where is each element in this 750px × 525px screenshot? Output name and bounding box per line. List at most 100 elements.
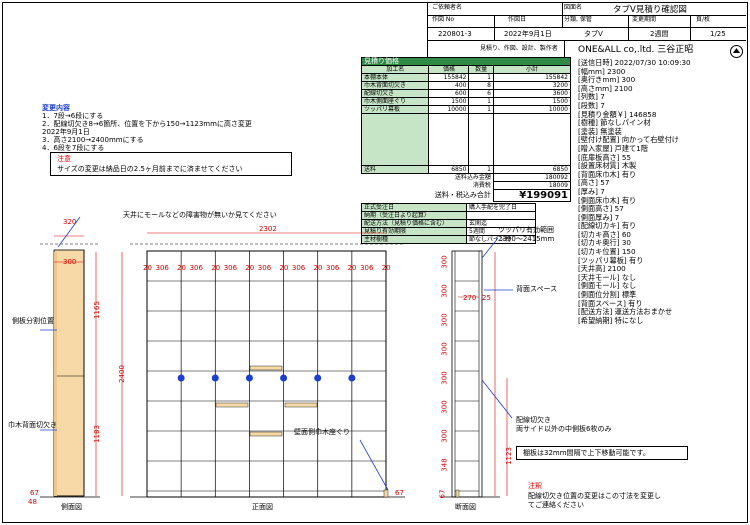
spec-line: [高さmm] 2100 [578,83,633,93]
tinted-shelf [215,402,249,408]
spec-line: [贈入家屋] 戸建て1階 [578,143,648,153]
spec-line: [配線切カキ] 有り [578,221,637,231]
purpose-text: 見積り、作図、設計、製作者 [480,45,558,52]
front-view-label: 正面図 [252,503,273,511]
spec-line: [厚み] 7 [578,186,605,196]
wiring-cut-markers [177,374,356,382]
footnote-line-1: 配線切欠き位置の変更はこの寸法を変更し [528,492,661,500]
side-view [53,249,85,497]
change-box: 変更内容 1．7段→6段にする 2．配線切欠き8→6箇所、位置を下から150→1… [42,104,252,152]
spec-line: [列数] 7 [578,92,605,102]
section-row-dim: 300 [440,342,449,356]
dim-270: 270 [463,294,477,302]
spec-line: [切カキ位置] 150 [578,247,636,257]
title-block: ご依頼者名 図面名 タブV見積り確認図 作図 No 作図日 分類, 保管 変更期… [427,3,746,59]
section-row-dim: 300 [440,284,449,298]
spec-line: [希望納期] 特になし [578,315,644,325]
order-info-table: 正式受注日購入手配を完了日 納期（受注日より起算） 配送方法（見積り価格に含む）… [361,203,536,244]
column-dim: 306 [326,264,340,272]
column-dim: 306 [257,264,272,272]
consumption-label: 消費税 [472,182,491,189]
column-dim: 20 [177,264,187,272]
wiring-cut-marker [348,374,356,382]
drawing-name-label: 図面名 [564,4,583,11]
column-dim: 20 [211,264,221,272]
wiring-note: 配線切欠き [516,416,551,424]
change-label: 変更期間 [632,16,657,23]
page-number: 1/25 [710,30,726,38]
spec-line: [高さ] 57 [578,178,610,188]
dim-320: 320 [63,218,77,226]
tsuppari-note: ツッパリ有効範囲 [498,226,554,234]
tax-label: 送料込み金額 [454,174,491,182]
draw-date: 2022年9月1日 [504,30,552,38]
section-row-dim: 67 [438,489,447,499]
column-dim: 20 [279,264,289,272]
side-view-label: 側面図 [61,503,82,511]
tinted-shelf [249,431,283,437]
ceiling-note: 天井にモールなどの障害物が無いか見てください [123,211,277,219]
wiring-cut-marker [314,374,322,382]
dim-1183: 1183 [92,425,101,443]
spec-line: [側面位分割] 標準 [578,290,637,300]
spec-line: [送信日時] 2022/07/30 10:09:30 [578,58,691,67]
logo-icon [730,43,743,58]
footnote-heading: 注釈 [528,482,542,490]
column-dim: 20 [381,264,391,272]
section-row-dim: 300 [440,313,449,327]
back-space-note: 背面スペース [516,285,558,293]
wiring-cut-marker [245,374,253,382]
section-row-dim: 300 [440,371,449,385]
tsuppari-range: 2390～2415mm [498,235,555,243]
work-no-label: 作図 No [432,16,455,23]
dim-48: 48 [28,498,37,506]
footnote-line-2: てご連絡ください [528,501,584,509]
column-dim: 306 [360,264,374,272]
dim-300: 300 [63,258,77,266]
spec-line: [壁付け配置] 向かって右壁付け [578,135,679,145]
dim-1123: 1123 [504,447,513,465]
spec-line: [奥行きmm] 300 [578,75,636,85]
section-row-dim: 300 [440,429,449,443]
note-heading: 注意 [57,155,71,163]
section-row-dim: 348 [440,458,449,472]
spec-line: [段数] 7 [578,100,605,110]
spec-line: [塗装] 無塗装 [578,126,622,136]
wiring-cut-marker [177,374,185,382]
spec-line: [幅mm] 2300 [578,66,626,76]
category-label: 分類, 保管 [564,16,592,23]
spec-line: [背面スペース] 有り [578,298,643,308]
section-view [451,250,483,498]
tinted-shelf [284,402,318,408]
section-row-dim: 300 [440,255,449,269]
change-item: 2022年9月1日 [42,128,90,136]
date-label: 作図日 [508,16,527,23]
wall-bore-note: 壁面側巾木座ぐり [294,428,350,436]
spec-line: [切カキ高さ] 60 [578,229,631,239]
change-item: 3．高さ2100→2400mmにする [42,136,144,144]
column-dim: 20 [245,264,255,272]
side-division-note: 側板分割位置 [12,317,54,325]
spec-line: [ツッパリ幕板] 有り [578,255,644,265]
spec-line: [側面床巾木] 有り [578,195,637,205]
column-dim: 20 [313,264,323,272]
page-label: 頁/枚 [696,16,711,23]
spec-line: [配送方法] 運送方法おまかせ [578,307,673,317]
column-dim: 306 [291,264,306,272]
spec-line: [見積り金額￥] 146858 [578,109,657,119]
spec-line: [樹種] 節なしパイン材 [578,118,651,128]
spec-line: [切カキ奥行] 30 [578,238,631,248]
wiring-sub-note: 両サイド以外の中側板6枚のみ [516,425,612,433]
category: タブV [584,30,603,38]
dim-25: 25 [482,294,491,302]
dim-67-front: 67 [395,489,404,497]
company-name: ONE&ALL co,.ltd. 三谷正昭 [578,45,694,55]
note-text: サイズの変更は納品日の2.5ヶ月前までに済ませてください [57,165,243,173]
column-dim: 306 [223,264,238,272]
total-value: ¥199091 [492,189,572,202]
